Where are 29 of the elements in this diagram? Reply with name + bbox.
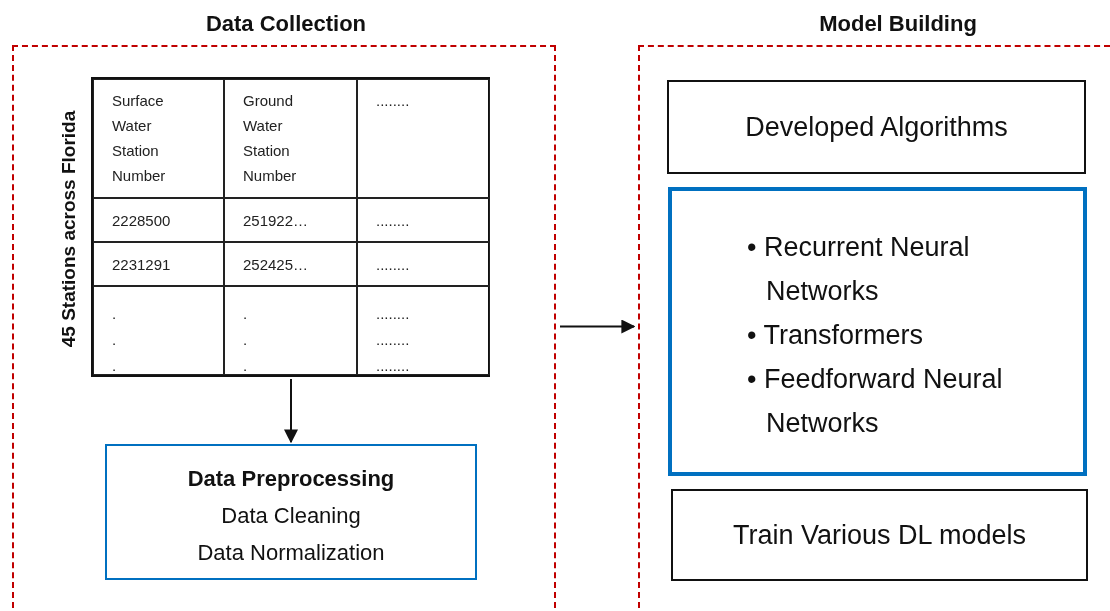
table-cell-text: 252425… [243,255,309,275]
table-cell-text: 2228500 [112,211,171,231]
table-cell-text: Ground Water Station Number [243,91,298,186]
table-cell-text: ........ [376,255,410,275]
section-title: Model Building [819,11,977,37]
side-label: 45 Stations across Florida [58,110,80,348]
box-heading: Data Preprocessing [187,465,395,493]
box-text: Train Various DL models [732,519,1027,551]
table-cell-text: . . . [112,304,118,376]
bullet-item: • Feedforward Neural Networks [747,363,1004,440]
box-text: Data Normalization [197,539,385,567]
box-text: Developed Algorithms [745,111,1008,143]
arrow [284,378,298,444]
algorithm-box [668,187,1087,476]
section-title: Data Collection [205,11,367,37]
process-box [105,444,477,580]
table-cell-text: ........ ........ ........ [376,304,411,376]
process-box [671,489,1088,581]
table-cell-text: 2231291 [112,255,171,275]
table-cell-text: 251922… [243,211,309,231]
box-text: Data Cleaning [221,502,361,530]
table-cell-text: ........ [376,211,410,231]
bullet-item: • Recurrent Neural Networks [747,231,971,308]
arrow [559,319,636,334]
table-cell-text: Surface Water Station Number [112,91,167,186]
table-cell-text: ........ [376,91,410,111]
process-box [667,80,1086,174]
bullet-item: • Transformers [747,319,924,352]
table-cell-text: . . . [243,304,249,376]
